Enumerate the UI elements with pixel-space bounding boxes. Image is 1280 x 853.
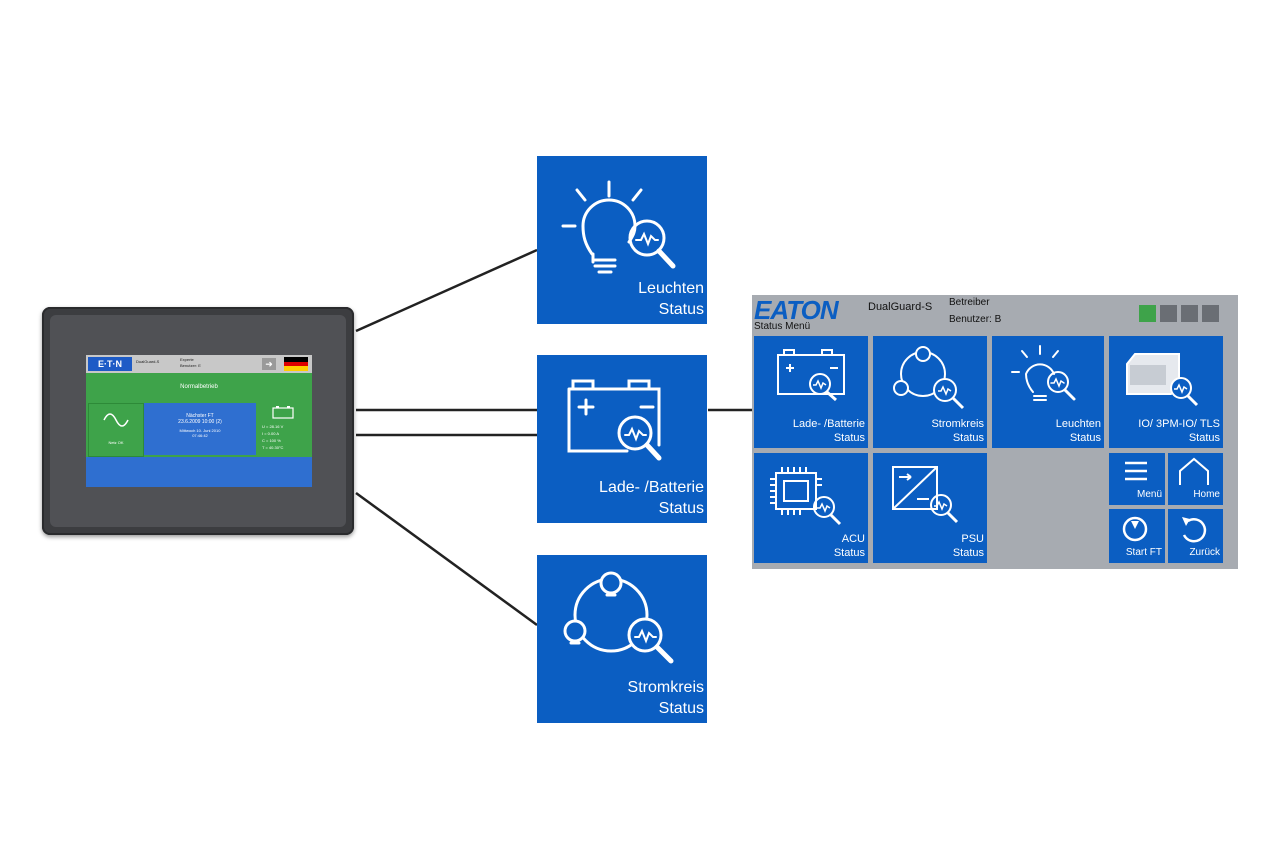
tile-stromkreis-line2: Status bbox=[658, 700, 704, 717]
menu-tile-stromkreis[interactable]: Stromkreis Status bbox=[873, 336, 987, 448]
battery-icon bbox=[272, 406, 294, 419]
menu-tile-acu-line2: Status bbox=[833, 547, 865, 559]
menu-tile-label: Leuchten Status bbox=[1056, 417, 1101, 445]
status-indicator bbox=[1202, 305, 1219, 322]
tile-stromkreis-line1: Stromkreis bbox=[627, 679, 704, 696]
battery-capacity: C = 100 % bbox=[262, 438, 281, 443]
start-ft-icon bbox=[1122, 516, 1148, 542]
home-button-label: Home bbox=[1193, 489, 1220, 500]
status-indicator bbox=[1181, 305, 1198, 322]
menu-button[interactable]: Menü bbox=[1109, 453, 1165, 505]
device-screen[interactable]: E·T·N DualGuard-S Experte Benutzer: E ➜ … bbox=[86, 355, 312, 487]
menu-tile-leuchten-line1: Leuchten bbox=[1055, 418, 1101, 430]
tile-leuchten-line1: Leuchten bbox=[638, 280, 704, 297]
mains-label: Netz OK bbox=[108, 440, 124, 445]
touch-panel-device: E·T·N DualGuard-S Experte Benutzer: E ➜ … bbox=[42, 307, 354, 535]
device-model: DualGuard-S bbox=[136, 359, 160, 364]
io-module-magnifier-icon bbox=[1126, 353, 1199, 407]
eaton-logo: EATON bbox=[754, 295, 839, 325]
home-icon bbox=[1179, 457, 1209, 485]
mains-panel[interactable]: Netz OK bbox=[88, 403, 144, 457]
page-title: Status Menü bbox=[754, 321, 811, 332]
menu-tile-io-tls[interactable]: IO/ 3PM-IO/ TLS Status bbox=[1109, 336, 1223, 448]
battery-magnifier-icon bbox=[777, 349, 845, 402]
tile-lade-line2: Status bbox=[658, 500, 704, 517]
battery-current: I = 0.00 A bbox=[262, 431, 280, 436]
menu-button-label: Menü bbox=[1136, 489, 1162, 500]
menu-tile-psu[interactable]: PSU Status bbox=[873, 453, 987, 563]
home-button[interactable]: Home bbox=[1168, 453, 1223, 505]
next-ft-title: Nächster FT bbox=[186, 413, 214, 419]
battery-voltage: U = 28.16 V bbox=[262, 424, 284, 429]
battery-panel[interactable]: U = 28.16 V I = 0.00 A C = 100 % T = 40.… bbox=[258, 403, 310, 455]
circuit-magnifier-icon bbox=[893, 346, 965, 410]
next-ft-date: 23.6.2009 10:00 (2) bbox=[178, 419, 222, 425]
converter-magnifier-icon bbox=[892, 466, 959, 524]
chip-magnifier-icon bbox=[770, 467, 842, 526]
tile-lade-line1: Lade- /Batterie bbox=[599, 479, 704, 496]
tile-stromkreis-status[interactable]: Stromkreis Status bbox=[537, 555, 707, 723]
tile-stromkreis-label: Stromkreis Status bbox=[628, 677, 704, 719]
device-bottom-bar bbox=[86, 457, 312, 487]
menu-tile-io-line2: Status bbox=[1188, 432, 1220, 444]
menu-role: Betreiber bbox=[949, 297, 990, 308]
lamp-magnifier-icon bbox=[561, 180, 676, 274]
battery-temperature: T = 40.30°C bbox=[262, 445, 284, 450]
menu-user: Benutzer: B bbox=[949, 314, 1002, 325]
menu-tile-lade-line1: Lade- /Batterie bbox=[792, 418, 865, 430]
device-header: E·T·N DualGuard-S Experte Benutzer: E ➜ bbox=[86, 355, 312, 373]
menu-tile-leuchten-line2: Status bbox=[1069, 432, 1101, 444]
clock-time: 07:46:42 bbox=[192, 433, 208, 438]
back-button[interactable]: Zurück bbox=[1168, 509, 1223, 563]
device-info-row: Netz OK Nächster FT 23.6.2009 10:00 (2) … bbox=[86, 401, 312, 457]
menu-tile-leuchten[interactable]: Leuchten Status bbox=[992, 336, 1104, 448]
device-status-bar: Normalbetrieb bbox=[86, 373, 312, 401]
start-ft-label: Start FT bbox=[1125, 547, 1162, 558]
day-line: Mittwoch 10. Juni 2010 bbox=[179, 428, 221, 433]
lamp-magnifier-icon bbox=[1011, 345, 1076, 401]
tile-lade-batterie-status[interactable]: Lade- /Batterie Status bbox=[537, 355, 707, 523]
next-test-panel[interactable]: Nächster FT 23.6.2009 10:00 (2) Mittwoch… bbox=[144, 403, 256, 455]
menu-tile-acu[interactable]: ACU Status bbox=[754, 453, 868, 563]
menu-tile-label: IO/ 3PM-IO/ TLS Status bbox=[1138, 417, 1220, 445]
menu-tile-label: PSU Status bbox=[953, 532, 984, 560]
battery-values: U = 28.16 V I = 0.00 A C = 100 % T = 40.… bbox=[262, 423, 283, 451]
menu-tile-psu-line1: PSU bbox=[961, 533, 984, 545]
battery-magnifier-icon bbox=[567, 379, 662, 461]
menu-tile-lade-line2: Status bbox=[833, 432, 865, 444]
menu-tile-acu-line1: ACU bbox=[841, 533, 865, 545]
status-indicator bbox=[1160, 305, 1177, 322]
status-indicator bbox=[1139, 305, 1156, 322]
menu-tile-lade-batterie[interactable]: Lade- /Batterie Status bbox=[754, 336, 868, 448]
menu-icon bbox=[1125, 461, 1147, 481]
sine-wave-icon bbox=[103, 413, 129, 427]
device-user-role: Experte bbox=[180, 357, 194, 362]
tile-leuchten-label: Leuchten Status bbox=[638, 278, 704, 320]
device-user: Experte Benutzer: E bbox=[180, 357, 201, 369]
german-flag-icon[interactable] bbox=[284, 357, 308, 371]
tile-leuchten-line2: Status bbox=[658, 301, 704, 318]
start-ft-button[interactable]: Start FT bbox=[1109, 509, 1165, 563]
device-logo: E·T·N bbox=[88, 357, 132, 371]
circuit-magnifier-icon bbox=[563, 571, 674, 664]
tile-leuchten-status[interactable]: Leuchten Status bbox=[537, 156, 707, 324]
menu-tile-label: Lade- /Batterie Status bbox=[793, 417, 865, 445]
menu-tile-stromkreis-line1: Stromkreis bbox=[931, 418, 984, 430]
back-button-label: Zurück bbox=[1189, 547, 1220, 558]
exit-icon[interactable]: ➜ bbox=[262, 358, 276, 370]
menu-tile-label: Stromkreis Status bbox=[931, 417, 984, 445]
menu-model: DualGuard-S bbox=[868, 301, 933, 313]
back-icon bbox=[1182, 517, 1207, 543]
menu-tile-io-line1: IO/ 3PM-IO/ TLS bbox=[1138, 418, 1220, 430]
menu-tile-stromkreis-line2: Status bbox=[952, 432, 984, 444]
menu-tile-psu-line2: Status bbox=[952, 547, 984, 559]
status-menu-screen: EATON Status Menü DualGuard-S Betreiber … bbox=[752, 295, 1238, 569]
device-user-name: Benutzer: E bbox=[180, 363, 201, 368]
menu-tile-label: ACU Status bbox=[834, 532, 865, 560]
tile-lade-label: Lade- /Batterie Status bbox=[599, 477, 704, 519]
